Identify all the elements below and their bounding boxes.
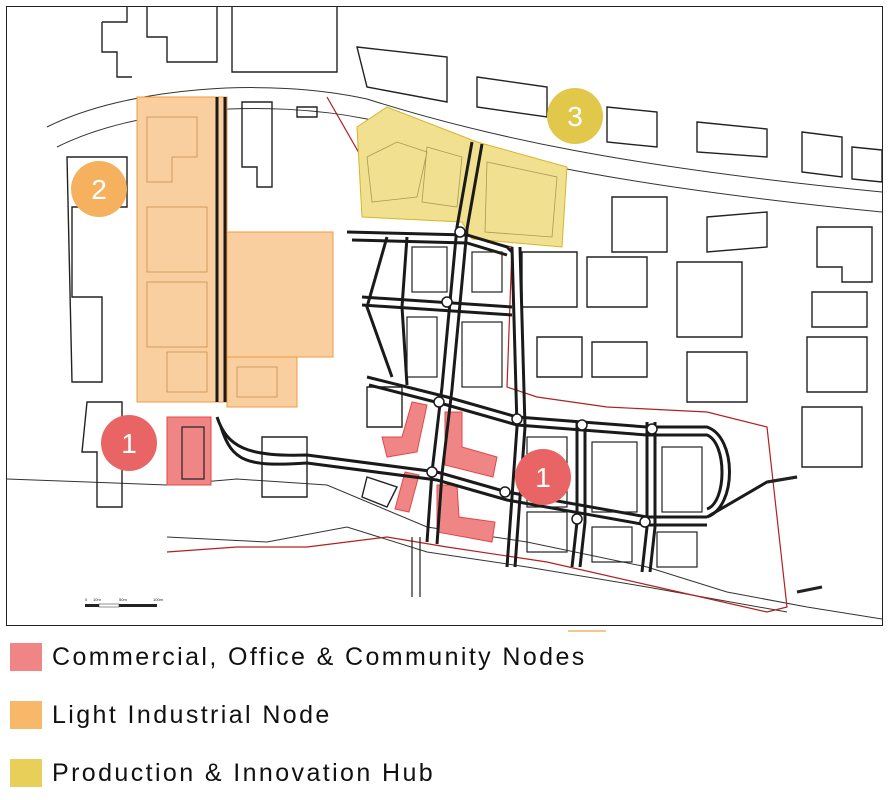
legend-divider — [568, 630, 606, 632]
scale-tick-100m: 100m — [153, 597, 164, 602]
site-map: 1 1 2 3 0 10m 50m 100m — [6, 6, 883, 626]
scale-tick-10m: 10m — [93, 597, 101, 602]
scale-tick-50m: 50m — [119, 597, 127, 602]
scale-bar: 0 10m 50m 100m — [85, 597, 164, 608]
light-industrial-zone — [136, 96, 334, 408]
building-outlines — [66, 7, 882, 508]
legend-swatch-commercial — [10, 643, 42, 671]
marker-2: 2 — [71, 161, 127, 217]
production-hub-zone — [356, 106, 568, 248]
marker-1-west: 1 — [101, 415, 157, 471]
marker-2-label: 2 — [91, 174, 107, 205]
legend-swatch-production — [10, 759, 42, 787]
legend-swatch-light-industrial — [10, 701, 42, 729]
marker-3-label: 3 — [567, 101, 583, 132]
legend-label-commercial: Commercial, Office & Community Nodes — [52, 642, 587, 671]
pier — [411, 537, 421, 597]
road-nodes — [426, 226, 658, 528]
scale-tick-0: 0 — [85, 597, 88, 602]
marker-3: 3 — [547, 88, 603, 144]
legend-label-light-industrial: Light Industrial Node — [52, 700, 332, 729]
northern-road — [46, 87, 882, 193]
river-edge-2 — [166, 526, 788, 613]
legend-item-light-industrial: Light Industrial Node — [10, 698, 332, 732]
legend-item-production: Production & Innovation Hub — [10, 756, 435, 790]
marker-1-east-label: 1 — [535, 462, 551, 493]
marker-1-west-label: 1 — [121, 428, 137, 459]
legend-item-commercial: Commercial, Office & Community Nodes — [10, 640, 587, 674]
legend-label-production: Production & Innovation Hub — [52, 758, 436, 787]
site-plan-drawing: 1 1 2 3 0 10m 50m 100m — [7, 7, 882, 620]
marker-1-east: 1 — [515, 449, 571, 505]
bridge — [766, 475, 823, 594]
